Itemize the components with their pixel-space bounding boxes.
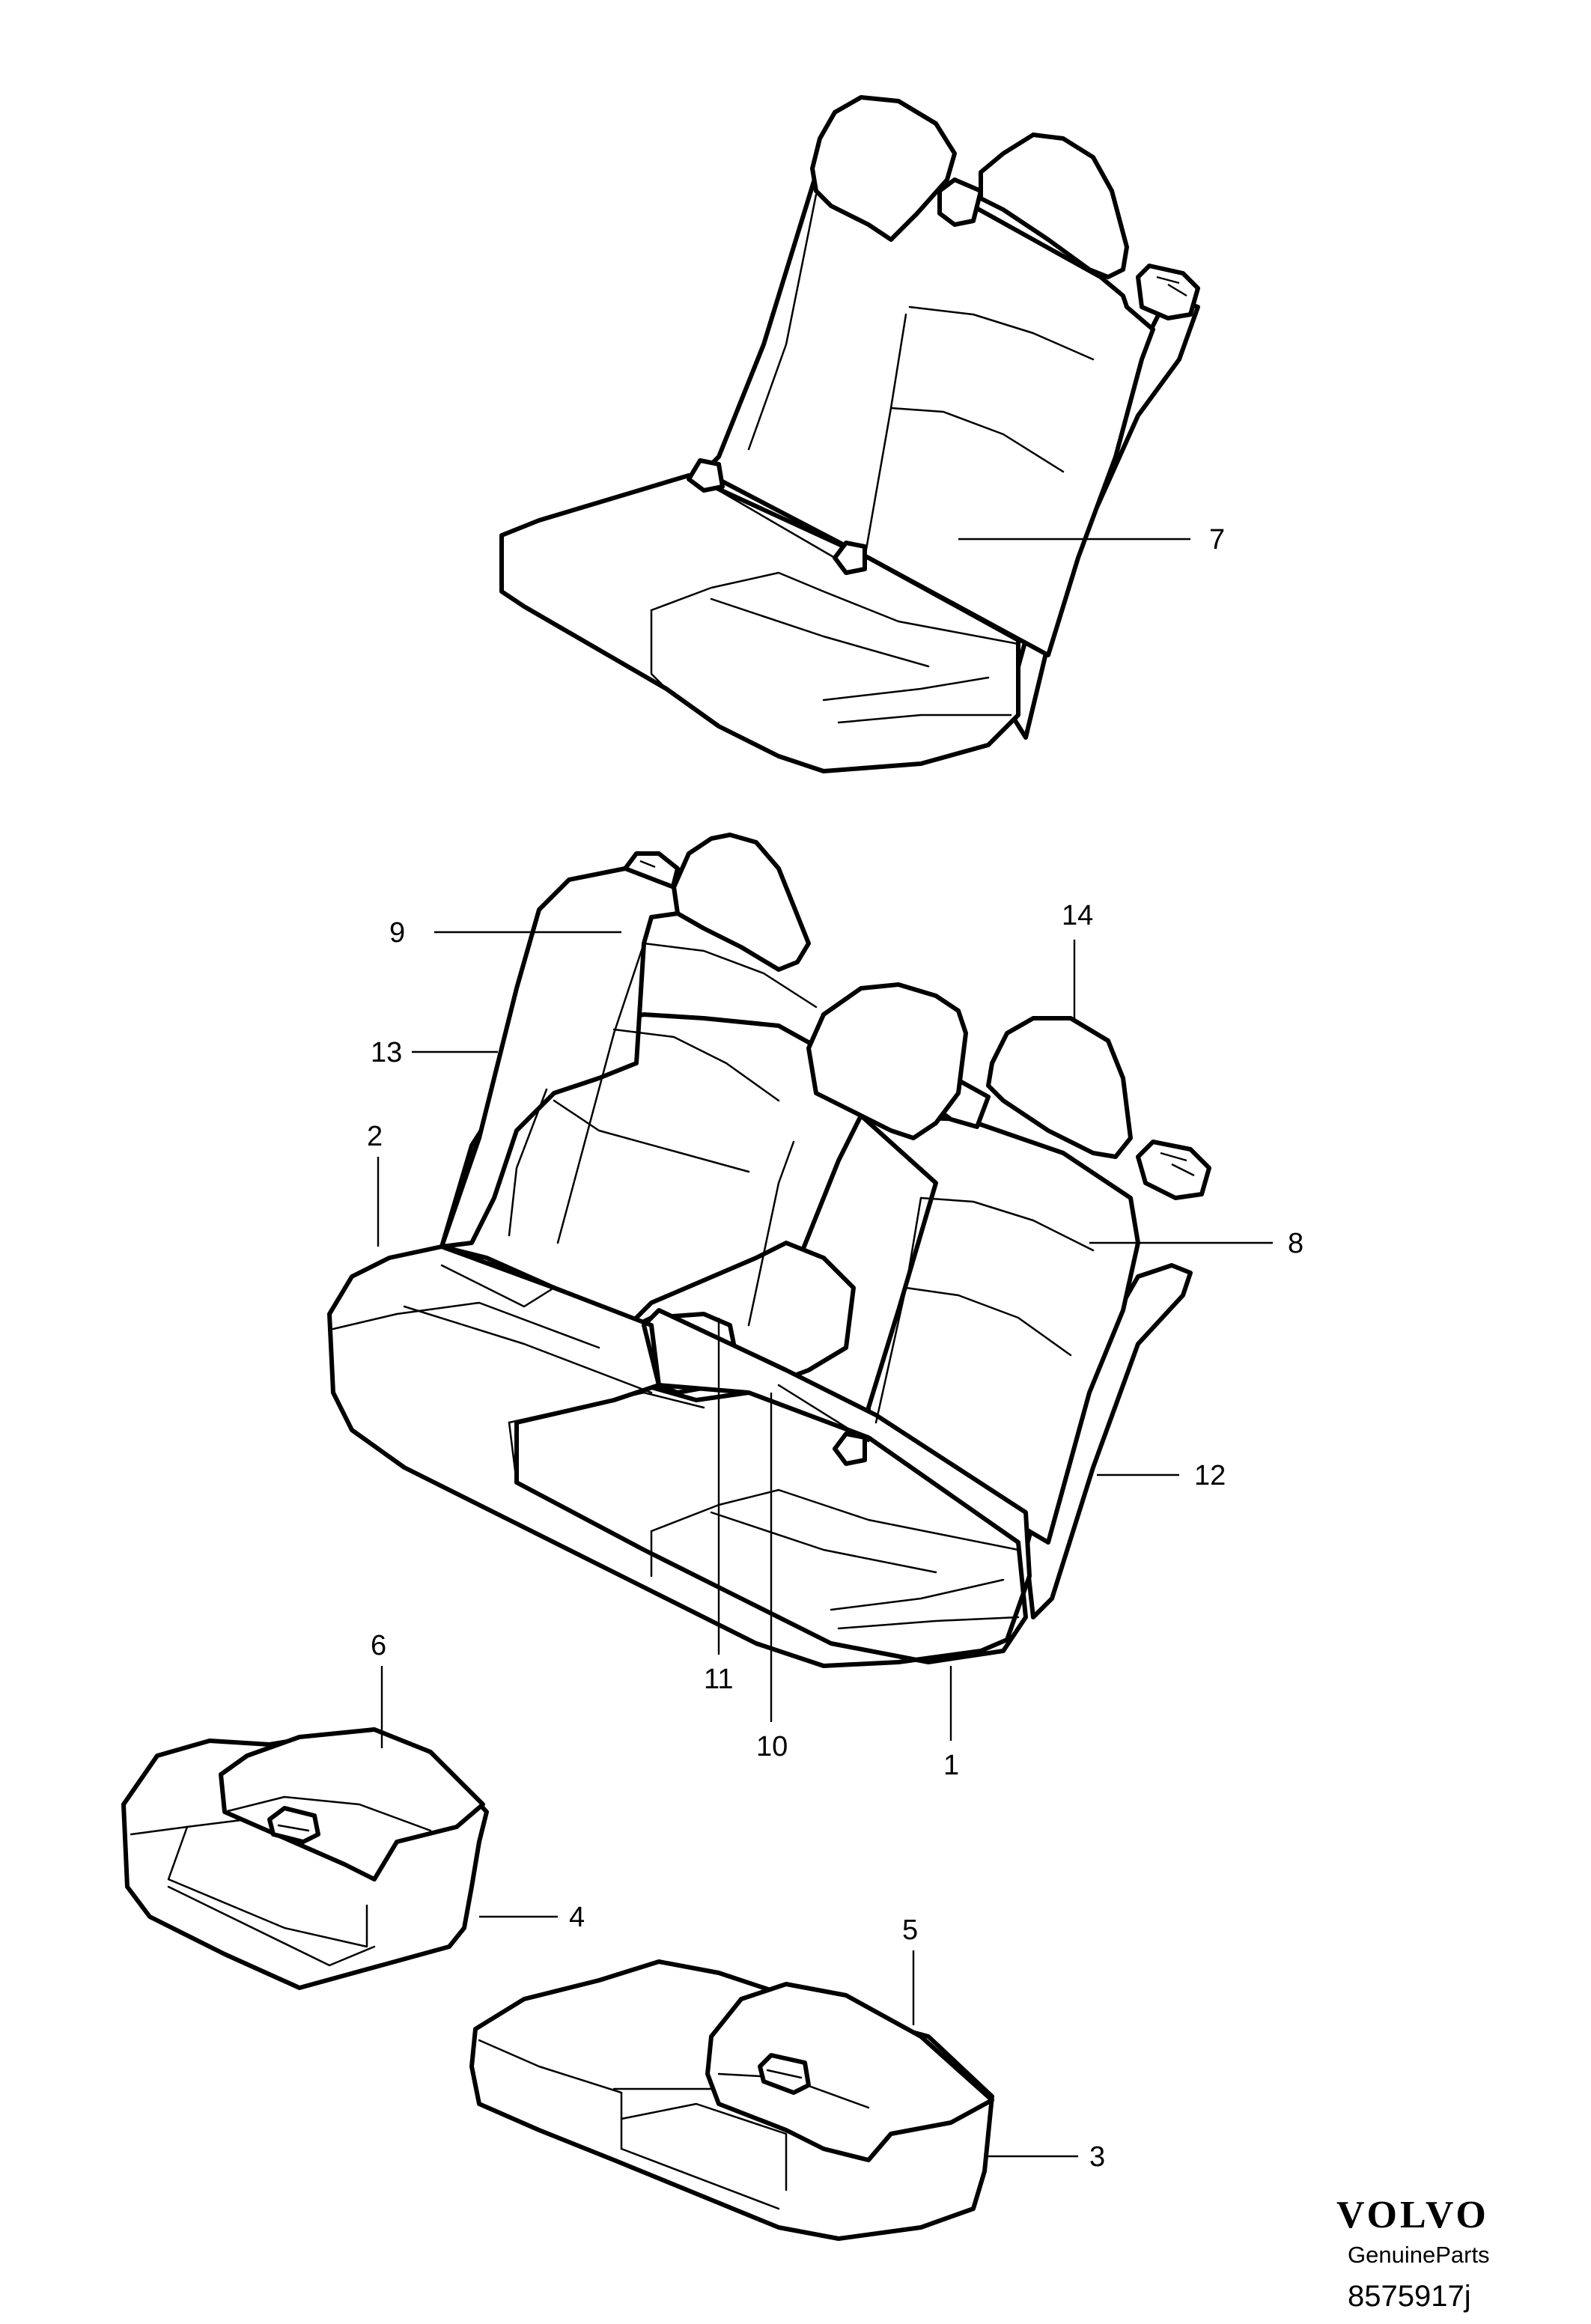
callout-labels: 7 9 14 13 2 8 12 11 10 1 6 4 5 3	[367, 524, 1303, 2173]
brand-subtitle: GenuineParts	[1348, 2242, 1490, 2268]
brand-logo-text: VOLVO	[1336, 2194, 1489, 2236]
rear-seat-assembly-full	[327, 833, 1211, 1668]
callout-10: 10	[756, 1731, 788, 1762]
callout-9: 9	[389, 917, 405, 949]
callout-13: 13	[371, 1037, 402, 1068]
callout-6: 6	[371, 1630, 386, 1661]
callout-7: 7	[1209, 524, 1225, 556]
callout-5: 5	[902, 1914, 918, 1946]
callout-2: 2	[367, 1121, 383, 1152]
callout-1: 1	[943, 1750, 959, 1781]
callout-8: 8	[1288, 1228, 1303, 1259]
callout-12: 12	[1194, 1460, 1226, 1491]
branding-block: VOLVO GenuineParts 8575917j	[1336, 2194, 1490, 2313]
callout-4: 4	[569, 1902, 585, 1933]
drawing-code: 8575917j	[1348, 2280, 1471, 2313]
rear-seat-section-7	[499, 95, 1200, 773]
callout-11: 11	[704, 1664, 733, 1695]
seat-cushion-section-4-6	[121, 1727, 489, 1990]
leader-lines	[377, 538, 1273, 2158]
callout-3: 3	[1089, 2141, 1105, 2173]
callout-14: 14	[1062, 900, 1093, 931]
seat-cushion-section-5-3	[469, 1959, 994, 2241]
